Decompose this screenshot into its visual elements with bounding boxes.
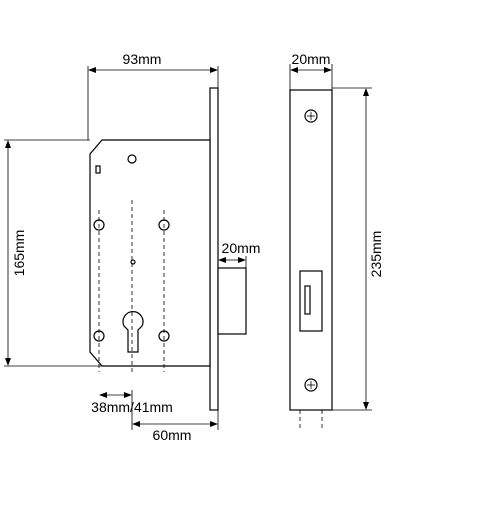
dimension-faceplate-width: 20mm — [289, 51, 333, 90]
dimension-case-width: 93mm — [87, 51, 219, 140]
case-width-label: 93mm — [123, 51, 162, 67]
cylinder-cutout — [122, 311, 144, 353]
lock-case-side-view — [89, 87, 247, 411]
dimension-backset: 60mm — [131, 400, 219, 443]
faceplate-front — [289, 89, 333, 411]
dimension-bolt-width: 20mm — [217, 240, 261, 268]
bolt-opening — [299, 270, 323, 332]
case-slot — [95, 165, 101, 174]
case-hole-top — [127, 154, 137, 164]
dimension-faceplate-length: 235mm — [332, 87, 384, 411]
faceplate-width-label: 20mm — [292, 51, 331, 67]
case-body — [89, 139, 211, 367]
bolt-opening-inner — [304, 285, 311, 315]
bolt — [217, 267, 247, 335]
faceplate-length-label: 235mm — [368, 231, 384, 278]
case-height-label: 165mm — [11, 230, 27, 277]
screw-icon — [304, 378, 318, 392]
screw-icon — [304, 109, 318, 123]
dimension-case-height: 165mm — [4, 139, 102, 367]
faceplate-front-view — [289, 89, 333, 430]
bolt-width-label: 20mm — [222, 240, 261, 256]
backset-label: 60mm — [153, 427, 192, 443]
faceplate-side — [209, 87, 219, 411]
